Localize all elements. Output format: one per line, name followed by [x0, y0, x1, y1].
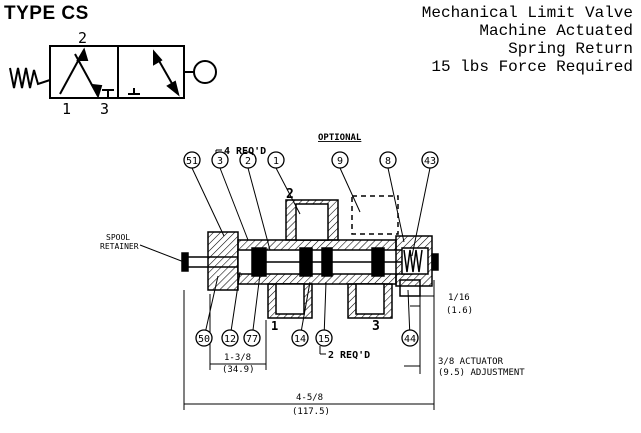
balloon-50-label: 50: [198, 334, 210, 345]
balloon-8-label: 8: [385, 156, 391, 167]
balloon-15: [315, 329, 333, 347]
balloon-8: [379, 151, 397, 169]
top-port-hole: [295, 203, 329, 241]
balloon-3: [211, 151, 229, 169]
spec-line-1: Mechanical Limit Valve: [421, 4, 633, 22]
balloon-1: [267, 151, 285, 169]
adjustment-nut: [399, 279, 421, 297]
symbol-arrowhead-a: [76, 47, 89, 61]
spec-line-4: 15 lbs Force Required: [431, 58, 633, 76]
balloon-9-label: 9: [337, 156, 343, 167]
dim-1-3-8-mm: (34.9): [222, 365, 255, 375]
balloon-14-label: 14: [294, 334, 306, 345]
dimension-lines: [183, 280, 435, 410]
return-spring: [403, 249, 423, 273]
balloon-51: [183, 151, 201, 169]
bottom-port-1-hole: [275, 283, 305, 315]
dim-4-5-8-mm: (117.5): [292, 407, 330, 417]
balloon-77: [243, 329, 261, 347]
balloon-43: [421, 151, 439, 169]
port-3-label: 3: [372, 319, 380, 334]
symbol-port-right: 3: [100, 100, 109, 118]
bottom-port-3-hole: [355, 283, 385, 315]
req4-label: 4 REQ'D: [224, 146, 266, 157]
dim-4-5-8-in: 4-5/8: [296, 393, 323, 403]
optional-port: [351, 195, 399, 235]
req2-label: 2 REQ'D: [328, 350, 370, 361]
valve-symbol: [9, 45, 217, 99]
spec-line-2: Machine Actuated: [479, 22, 633, 40]
dim-1-3-8-in: 1-3/8: [224, 353, 251, 363]
valve-section: [181, 195, 439, 319]
balloon-labels: 51 3 2 1 9 8 43 50 12 77 14 15 44: [186, 156, 436, 345]
balloon-2: [239, 151, 257, 169]
valve-type-title: TYPE CS: [4, 3, 89, 24]
balloon-1-label: 1: [273, 156, 279, 167]
symbol-roller: [193, 60, 217, 84]
dim-3-8-in: 3/8 ACTUATOR: [438, 357, 504, 367]
balloon-9: [331, 151, 349, 169]
balloon-12: [221, 329, 239, 347]
balloon-51-label: 51: [186, 156, 198, 167]
spec-line-3: Spring Return: [508, 40, 633, 58]
symbol-port-top: 2: [78, 29, 87, 47]
dim-3-8-mm: (9.5) ADJUSTMENT: [438, 368, 525, 378]
item-balloons: [183, 151, 439, 347]
balloon-12-label: 12: [224, 334, 236, 345]
rod-end: [181, 252, 189, 272]
balloon-14: [291, 329, 309, 347]
balloon-44: [401, 329, 419, 347]
dim-1-16-in: 1/16: [448, 293, 470, 303]
balloon-15-label: 15: [318, 334, 330, 345]
port-2-label: 2: [286, 187, 294, 202]
port-1-label: 1: [271, 319, 278, 333]
dim-1-16-mm: (1.6): [446, 306, 473, 316]
balloon-44-label: 44: [404, 334, 416, 345]
symbol-arrowhead-b: [90, 83, 103, 99]
symbol-port-left: 1: [62, 100, 71, 118]
symbol-arrowhead-d2: [153, 49, 163, 66]
balloon-2-label: 2: [245, 156, 251, 167]
spool-retainer-label-2: RETAINER: [100, 242, 139, 251]
optional-label: OPTIONAL: [318, 133, 362, 143]
actuator-button: [431, 253, 439, 271]
spool-retainer-label-1: SPOOL: [106, 233, 130, 242]
balloon-77-label: 77: [246, 334, 258, 345]
balloon-50: [195, 329, 213, 347]
balloon-3-label: 3: [217, 156, 223, 167]
valve-spec-block: Mechanical Limit Valve Machine Actuated …: [422, 4, 633, 76]
spring-symbol: [9, 67, 51, 89]
symbol-arrowhead-d: [166, 80, 180, 97]
end-cap-left: [207, 231, 239, 291]
balloon-43-label: 43: [424, 156, 436, 167]
